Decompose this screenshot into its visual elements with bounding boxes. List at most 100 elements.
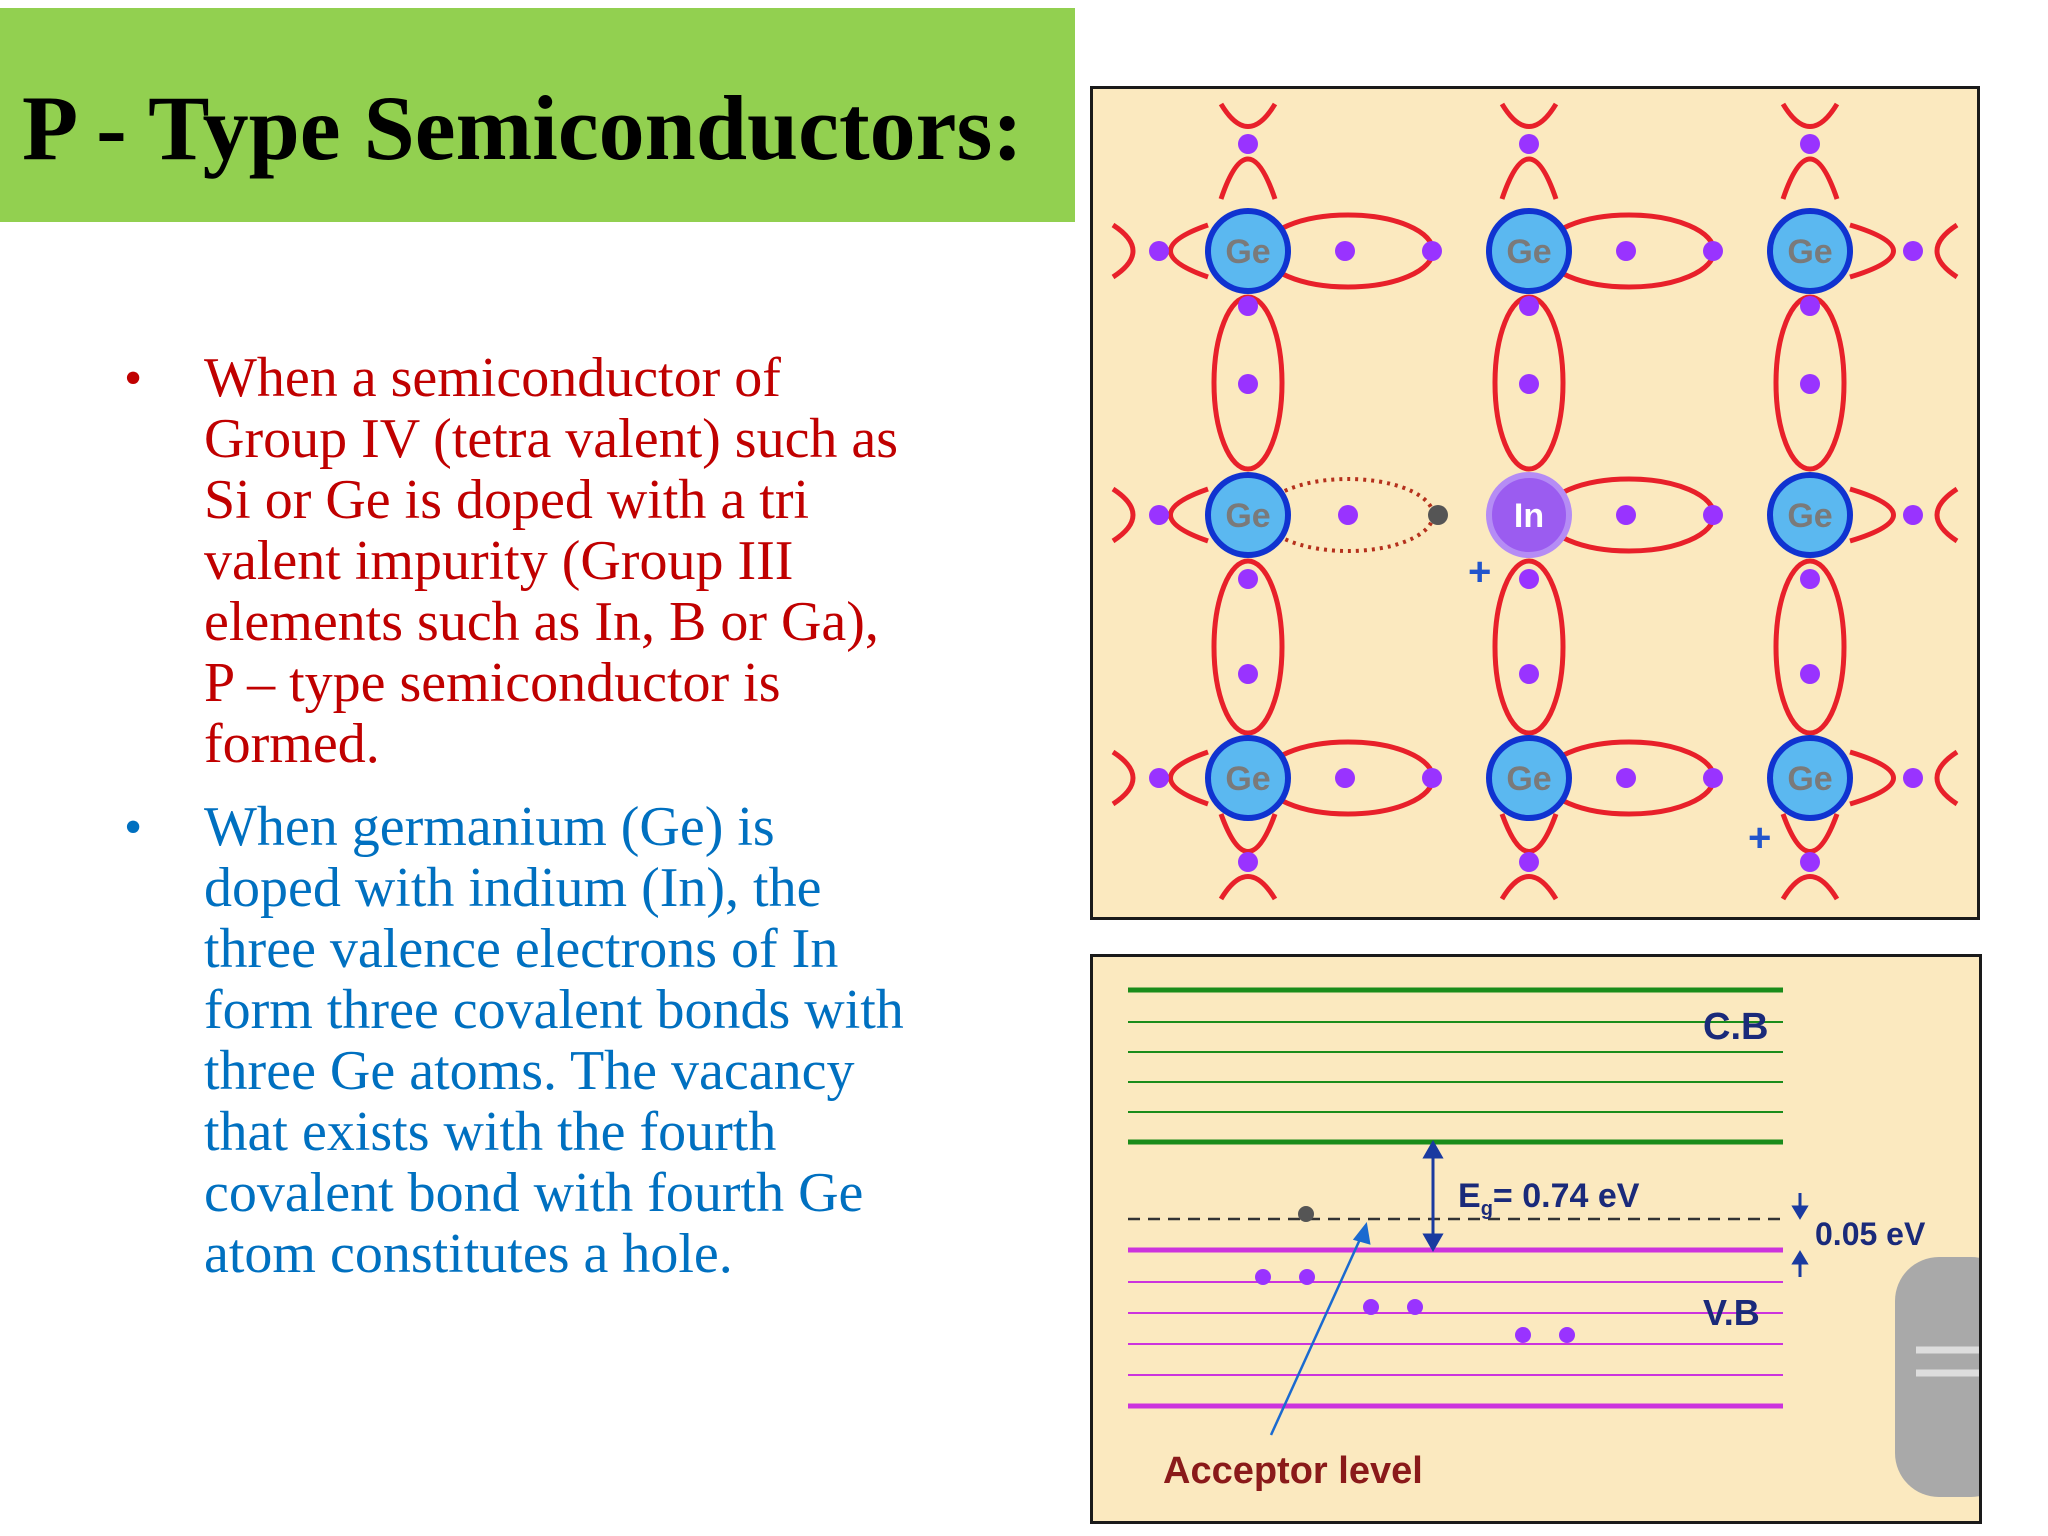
- hole-symbol: +: [1468, 550, 1491, 594]
- germanium-atom: [1767, 735, 1853, 821]
- electron-dot: [1800, 134, 1820, 154]
- germanium-atom: [1205, 208, 1291, 294]
- electron-dot: [1903, 241, 1923, 261]
- electron-dot: [1149, 241, 1169, 261]
- bullet-marker: •: [124, 799, 143, 856]
- offset-label: 0.05 eV: [1815, 1216, 1926, 1252]
- slider-shape: [1895, 1257, 2015, 1497]
- bond-ellipse: [1773, 558, 1847, 736]
- slide-title: P - Type Semiconductors:: [22, 77, 1023, 179]
- atom-label: Ge: [1506, 233, 1551, 271]
- bond-edge: [1499, 813, 1559, 854]
- electron-dot: [1616, 768, 1636, 788]
- electron-dot: [1519, 569, 1539, 589]
- bond-edge: [1111, 486, 1136, 544]
- bond-edge: [1168, 749, 1209, 807]
- bond-edge: [1934, 749, 1959, 807]
- germanium-atom: [1205, 472, 1291, 558]
- acceptor-pointer: [1269, 1222, 1371, 1436]
- electron-dot: [1238, 569, 1258, 589]
- valence-band: [1128, 1247, 1783, 1409]
- atom-label: Ge: [1787, 760, 1832, 798]
- atom-label: Ge: [1225, 233, 1270, 271]
- electron-dot: [1800, 664, 1820, 684]
- electron-dot: [1800, 374, 1820, 394]
- conduction-band: [1128, 987, 1783, 1145]
- atom-label: Ge: [1787, 233, 1832, 271]
- valence-electrons: [1149, 134, 1923, 872]
- electron-dot: [1519, 664, 1539, 684]
- bond-edge: [1218, 156, 1278, 200]
- electron-dot: [1903, 768, 1923, 788]
- bond-edge: [1780, 813, 1840, 854]
- bullet-list: • When a semiconductor of Group IV (tetr…: [120, 348, 1020, 1307]
- electron-dot: [1238, 664, 1258, 684]
- electron-dot: [1519, 374, 1539, 394]
- bullet-text-2: When germanium (Ge) is doped with indium…: [204, 796, 904, 1285]
- vb-electrons: [1255, 1269, 1575, 1343]
- electron-dot: [1149, 768, 1169, 788]
- bond-edge: [1780, 156, 1840, 200]
- atom-label: Ge: [1787, 497, 1832, 535]
- electron-dot: [1149, 505, 1169, 525]
- germanium-atom: [1205, 735, 1291, 821]
- electron-dot: [1519, 296, 1539, 316]
- offset-arrows: [1791, 1193, 1809, 1277]
- germanium-atom: [1486, 208, 1572, 294]
- band-svg: C.B V.B Eg= 0.74 eV: [1128, 987, 2015, 1497]
- electron-dot: [1616, 505, 1636, 525]
- bond-edge: [1499, 874, 1559, 901]
- bond-edge: [1218, 813, 1278, 854]
- bond-edge: [1849, 749, 1896, 807]
- electron-dot: [1800, 852, 1820, 872]
- gap-label: Eg= 0.74 eV: [1458, 1177, 1640, 1220]
- atom-label: Ge: [1225, 497, 1270, 535]
- bond-edge: [1218, 874, 1278, 901]
- bond-edge: [1499, 102, 1559, 129]
- bond-ellipse: [1211, 558, 1285, 736]
- bond-edge: [1934, 486, 1959, 544]
- electron-dot: [1238, 374, 1258, 394]
- bond-edge: [1168, 222, 1209, 280]
- electron-dot: [1335, 241, 1355, 261]
- electron-dot: [1422, 768, 1442, 788]
- electron-dot: [1519, 852, 1539, 872]
- bond-edge: [1849, 222, 1896, 280]
- bond-edge: [1111, 222, 1136, 280]
- title-band: P - Type Semiconductors:: [0, 8, 1075, 222]
- bond-edge: [1780, 874, 1840, 901]
- bond-edge: [1934, 222, 1959, 280]
- atom-label: In: [1514, 497, 1544, 535]
- cb-label: C.B: [1703, 1006, 1768, 1048]
- bullet-text-1: When a semiconductor of Group IV (tetra …: [204, 347, 899, 775]
- indium-atom: [1486, 472, 1572, 558]
- germanium-atom: [1767, 472, 1853, 558]
- acceptor-label: Acceptor level: [1163, 1450, 1423, 1492]
- atom-label: Ge: [1506, 760, 1551, 798]
- electron-dot: [1703, 241, 1723, 261]
- atom-label: Ge: [1225, 760, 1270, 798]
- bond-edge: [1168, 486, 1209, 544]
- electron-dot: [1519, 134, 1539, 154]
- vb-label: V.B: [1703, 1292, 1760, 1333]
- bond-edge: [1111, 749, 1136, 807]
- bullet-item-1: • When a semiconductor of Group IV (tetr…: [120, 348, 1020, 775]
- bond-ellipse: [1492, 558, 1566, 736]
- electron-dot: [1335, 768, 1355, 788]
- electron-dot: [1238, 134, 1258, 154]
- electron-dot: [1338, 505, 1358, 525]
- electron-dot: [1422, 241, 1442, 261]
- bond-edge: [1499, 156, 1559, 200]
- electron-dot: [1903, 505, 1923, 525]
- acceptor-electron: [1298, 1206, 1314, 1222]
- germanium-atom: [1486, 735, 1572, 821]
- electron-dot: [1238, 296, 1258, 316]
- electron-dot: [1703, 768, 1723, 788]
- band-diagram: C.B V.B Eg= 0.74 eV: [1090, 954, 2015, 1524]
- gap-arrow: [1422, 1139, 1444, 1253]
- bond-edge: [1218, 102, 1278, 129]
- germanium-atom: [1767, 208, 1853, 294]
